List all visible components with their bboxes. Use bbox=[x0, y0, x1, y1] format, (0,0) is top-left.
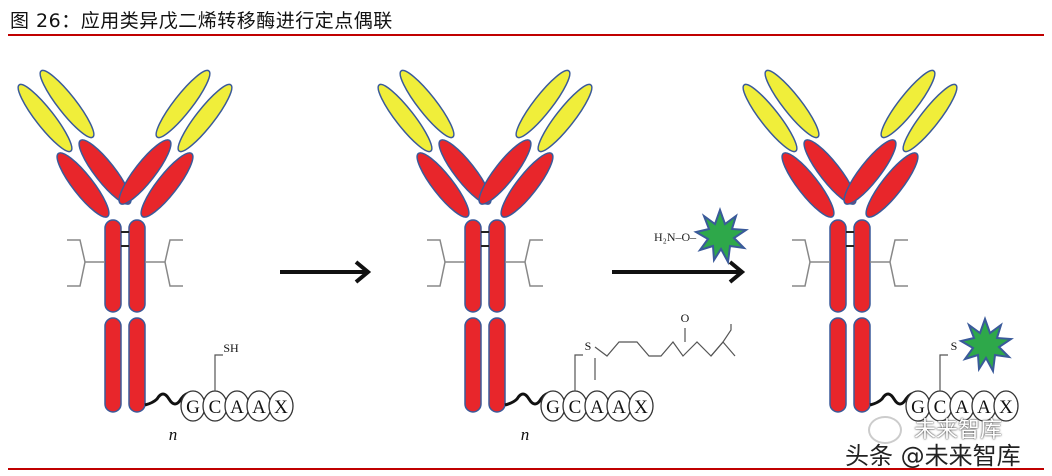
residue-a1: A bbox=[955, 397, 969, 418]
antibody bbox=[10, 63, 295, 423]
repeat-n: n bbox=[521, 425, 530, 444]
residue-g: G bbox=[546, 397, 560, 418]
arrow-2 bbox=[612, 260, 746, 284]
ketone-o-label: O bbox=[681, 311, 690, 325]
residue-c: C bbox=[209, 397, 222, 418]
sulfur-label: S bbox=[585, 339, 592, 353]
residue-g: G bbox=[186, 397, 200, 418]
arrow-1 bbox=[280, 260, 372, 284]
watermark-logo-text: 未来智库 bbox=[914, 418, 1003, 443]
thiol-label: SH bbox=[223, 341, 239, 355]
residue-x: X bbox=[634, 397, 648, 418]
residue-x: X bbox=[999, 397, 1013, 418]
fluorophore-star-icon bbox=[960, 318, 1012, 372]
residue-a1: A bbox=[590, 397, 604, 418]
residue-g: G bbox=[911, 397, 925, 418]
antibody bbox=[735, 63, 1020, 423]
repeat-n: n bbox=[169, 425, 178, 444]
residue-a2: A bbox=[612, 397, 626, 418]
residue-a1: A bbox=[230, 397, 244, 418]
fluorophore-star-icon bbox=[695, 209, 747, 263]
residue-a2: A bbox=[977, 397, 991, 418]
figure-title: 图 26：应用类异戊二烯转移酶进行定点偶联 bbox=[10, 10, 393, 32]
antibody-panel-1: G C A A X n SH bbox=[10, 63, 295, 444]
watermark-text: 头条 @未来智库 bbox=[845, 442, 1021, 470]
residue-a2: A bbox=[252, 397, 266, 418]
wechat-icon bbox=[868, 416, 902, 444]
residue-c: C bbox=[569, 397, 582, 418]
residue-c: C bbox=[934, 397, 947, 418]
sulfur-label: S bbox=[951, 339, 958, 353]
title-rule bbox=[8, 34, 1044, 36]
antibody-panel-2: G C A A X n S O bbox=[370, 63, 736, 444]
bottom-rule bbox=[8, 468, 1044, 470]
isoprenoid-chain bbox=[594, 324, 732, 357]
antibody bbox=[370, 63, 655, 423]
reagent-label: H₂N–O– bbox=[654, 230, 697, 244]
antibody-panel-3: G C A A X S bbox=[735, 63, 1020, 423]
residue-x: X bbox=[274, 397, 288, 418]
